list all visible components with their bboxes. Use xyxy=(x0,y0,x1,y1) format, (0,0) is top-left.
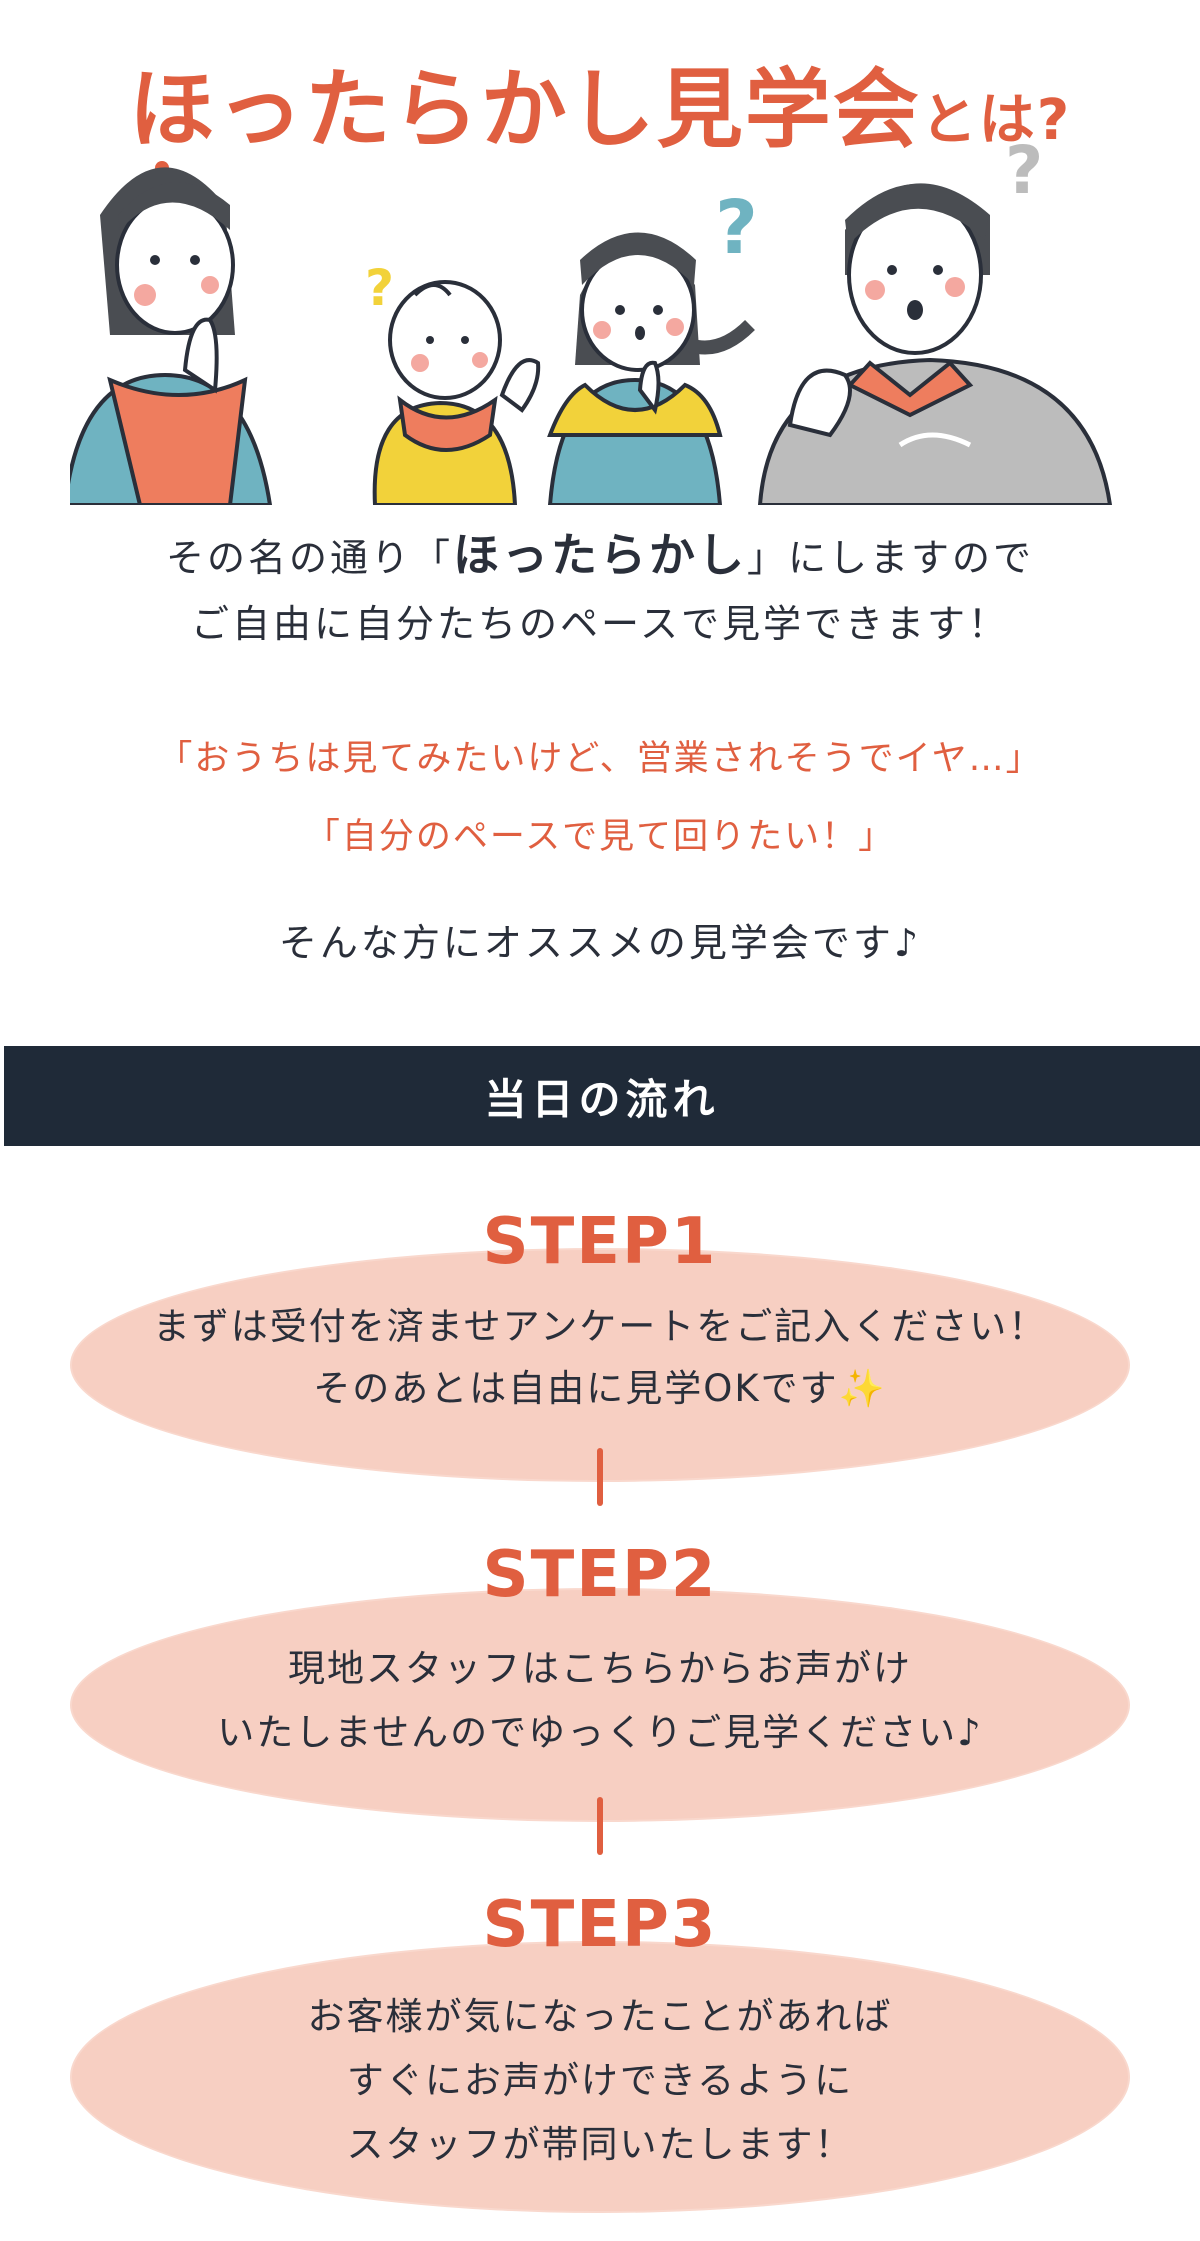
page-title: ほったらかし見学会とは? xyxy=(0,60,1200,178)
step-3-line-2: すぐにお声がけできるように xyxy=(346,2059,854,2102)
intro-quote-2: 「自分のペースで見て回りたい！」 xyxy=(304,817,896,857)
step-1-card xyxy=(72,1250,1128,1480)
flow-title: 当日の流れ xyxy=(484,1074,720,1124)
intro-quotes: 「おうちは見てみたいけど、営業されそうでイヤ…」 「自分のペースで見て回りたい！… xyxy=(0,720,1200,876)
step-3-text: お客様が気になったことがあれば すぐにお声がけできるように スタッフが帯同いたし… xyxy=(0,1985,1200,2177)
page-title-main: ほったらかし見学会 xyxy=(128,60,921,160)
step-1-line-1: まずは受付を済ませアンケートをご記入ください！ xyxy=(152,1305,1048,1348)
step-3-label: STEP3 xyxy=(482,1888,718,1962)
family-wondering-illustration: ? ? ? xyxy=(70,135,1113,505)
step-1-line-2-text: そのあとは自由に見学OKです xyxy=(313,1367,839,1410)
intro-quote-1: 「おうちは見てみたいけど、営業されそうでイヤ…」 xyxy=(157,739,1043,779)
step-connector-2 xyxy=(597,1797,603,1855)
intro-emphasis: ほったらかし xyxy=(453,528,747,582)
question-mark-icon: ? xyxy=(1005,135,1043,209)
svg-text:?: ? xyxy=(715,185,758,271)
step-2-line-1: 現地スタッフはこちらからお声がけ xyxy=(288,1647,912,1690)
step-1-text: まずは受付を済ませアンケートをご記入ください！ そのあとは自由に見学OKです✨ xyxy=(0,1296,1200,1420)
mother-figure xyxy=(70,167,273,505)
step-2-line-2: いたしませんのでゆっくりご見学ください♪ xyxy=(217,1711,983,1754)
baby-figure xyxy=(372,280,541,505)
svg-text:?: ? xyxy=(365,259,394,317)
flow-section-header: 当日の流れ xyxy=(4,1046,1200,1146)
father-figure xyxy=(757,183,1113,505)
step-2-card xyxy=(72,1590,1128,1820)
question-mark-icon: ? xyxy=(715,185,758,271)
sparkle-icon: ✨ xyxy=(838,1367,887,1410)
intro-closing: そんな方にオススメの見学会です♪ xyxy=(0,908,1200,978)
intro-line-1-prefix: その名の通り「 xyxy=(165,536,453,580)
step-3-line-1: お客様が気になったことがあれば xyxy=(307,1995,893,2038)
step-3-line-3: スタッフが帯同いたします！ xyxy=(346,2123,854,2166)
step-1-label: STEP1 xyxy=(482,1205,718,1279)
step-1-line-2: そのあとは自由に見学OKです✨ xyxy=(0,1358,1200,1420)
svg-text:?: ? xyxy=(1005,135,1043,209)
girl-figure xyxy=(547,232,755,505)
page-title-tail: とは? xyxy=(920,88,1072,153)
intro-closing-line: そんな方にオススメの見学会です♪ xyxy=(278,921,922,965)
step-connector-1 xyxy=(597,1448,603,1506)
step-3-card xyxy=(72,1943,1128,2211)
step-2-label: STEP2 xyxy=(482,1538,718,1612)
intro-line-1-suffix: 」にしますので xyxy=(747,536,1035,580)
intro-text: その名の通り「ほったらかし」にしますので ご自由に自分たちのペースで見学できます… xyxy=(0,522,1200,657)
intro-line-1: その名の通り「ほったらかし」にしますので xyxy=(0,522,1200,591)
question-mark-icon: ? xyxy=(365,259,394,317)
intro-line-2: ご自由に自分たちのペースで見学できます！ xyxy=(190,602,1010,646)
step-2-text: 現地スタッフはこちらからお声がけ いたしませんのでゆっくりご見学ください♪ xyxy=(0,1637,1200,1765)
